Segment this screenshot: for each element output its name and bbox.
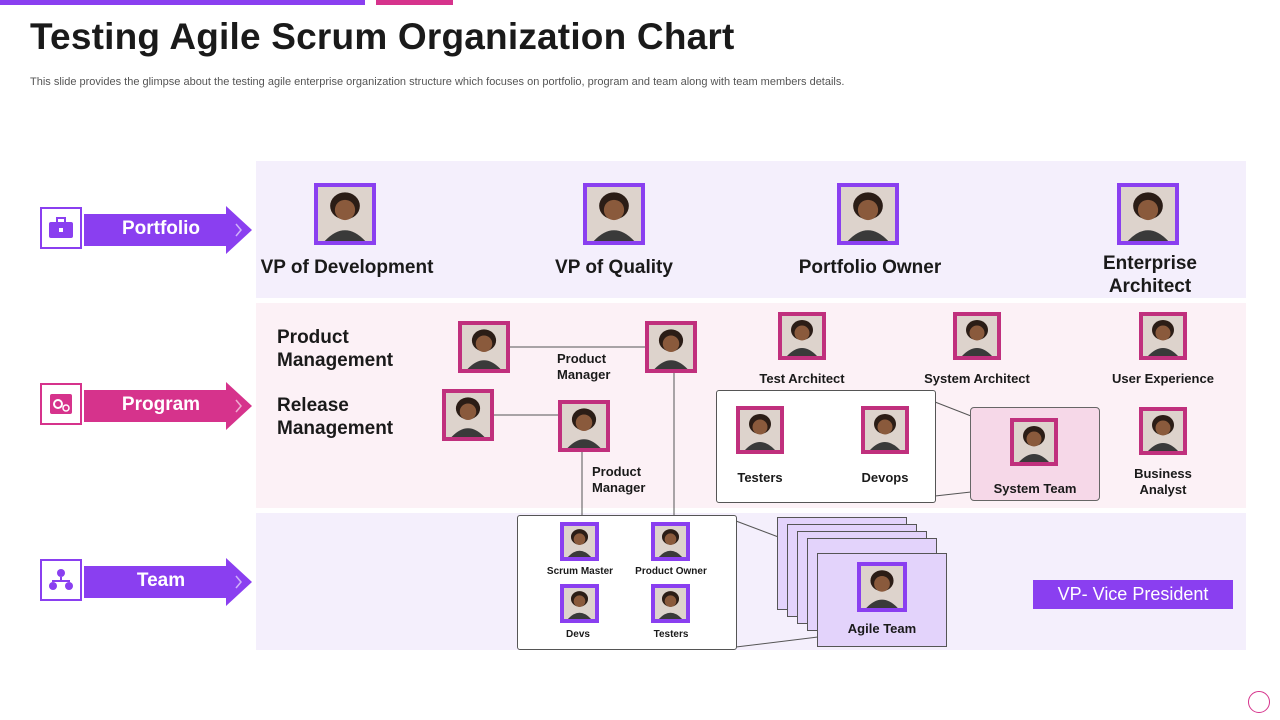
testers-team-photo	[651, 584, 690, 623]
testers-photo	[736, 406, 784, 454]
product-owner-photo	[651, 522, 690, 561]
devops-photo	[861, 406, 909, 454]
portfolio-owner-photo	[837, 183, 899, 245]
user-experience-photo	[1139, 312, 1187, 360]
product-manager-2-label: Product Manager	[592, 464, 646, 495]
vp-development-label: VP of Development	[260, 257, 434, 278]
settings-clipboard-icon	[40, 383, 82, 425]
portfolio-level-marker: Portfolio	[40, 206, 252, 254]
team-testers-label: Testers	[653, 629, 689, 640]
briefcase-icon	[40, 207, 82, 249]
agile-team-photo	[857, 562, 907, 612]
portfolio-band	[256, 161, 1246, 298]
portfolio-label: Portfolio	[121, 218, 201, 239]
devs-photo	[560, 584, 599, 623]
program-label: Program	[121, 394, 201, 415]
user-experience-label: User Experience	[1112, 371, 1214, 386]
product-owner-label: Product Owner	[635, 566, 707, 577]
team-label: Team	[136, 570, 186, 591]
team-level-marker: Team	[40, 558, 252, 606]
top-accent-bar-purple	[0, 0, 365, 5]
release-management-photo	[442, 389, 494, 441]
devops-label: Devops	[861, 470, 909, 485]
scrum-master-photo	[560, 522, 599, 561]
devs-label: Devs	[566, 629, 590, 640]
business-analyst-photo	[1139, 407, 1187, 455]
agile-team-label: Agile Team	[847, 621, 917, 636]
portfolio-owner-label: Portfolio Owner	[798, 257, 942, 278]
product-manager-1-photo	[645, 321, 697, 373]
system-architect-label: System Architect	[924, 371, 1030, 386]
enterprise-architect-label: Enterprise Architect	[1103, 253, 1197, 297]
page-subtitle: This slide provides the glimpse about th…	[30, 76, 845, 88]
scrum-master-label: Scrum Master	[546, 566, 614, 577]
page-title: Testing Agile Scrum Organization Chart	[30, 16, 735, 57]
top-accent-bar-pink	[376, 0, 453, 5]
system-team-photo	[1010, 418, 1058, 466]
test-architect-label: Test Architect	[759, 371, 845, 386]
release-management-label: Release Management	[277, 395, 394, 439]
product-manager-1-label: Product Manager	[557, 351, 611, 382]
testers-label: Testers	[737, 470, 783, 485]
product-manager-2-photo	[558, 400, 610, 452]
test-architect-photo	[778, 312, 826, 360]
vp-quality-photo	[583, 183, 645, 245]
product-management-label: Product Management	[277, 327, 394, 371]
vp-development-photo	[314, 183, 376, 245]
scrum-team-group	[517, 515, 737, 650]
enterprise-architect-photo	[1117, 183, 1179, 245]
corner-decoration-circle	[1248, 691, 1270, 713]
vp-quality-label: VP of Quality	[555, 257, 673, 278]
team-hierarchy-icon	[40, 559, 82, 601]
product-management-photo	[458, 321, 510, 373]
business-analyst-label: Business Analyst	[1134, 466, 1192, 497]
system-architect-photo	[953, 312, 1001, 360]
legend-vp-note: VP- Vice President	[1033, 580, 1233, 609]
system-team-label: System Team	[993, 481, 1077, 496]
program-level-marker: Program	[40, 382, 252, 430]
